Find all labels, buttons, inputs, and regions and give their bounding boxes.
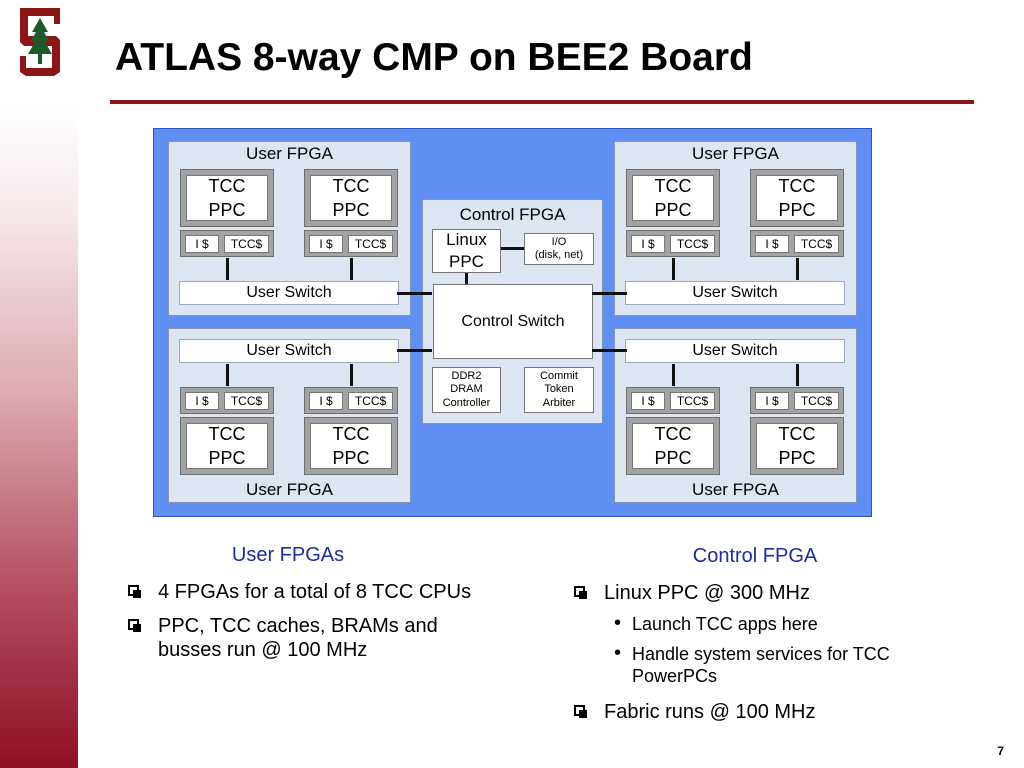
cpu-label: TCC PPC	[756, 175, 838, 221]
cpu-label: TCC PPC	[186, 423, 268, 469]
tcc-cache: TCC$	[224, 235, 269, 253]
user-fpga-top-right: User FPGA TCC PPC TCC PPC I $ TCC$ I $ T…	[614, 141, 857, 316]
user-fpga-label: User FPGA	[246, 144, 333, 163]
list-item: PPC, TCC caches, BRAMs and busses run @ …	[122, 614, 482, 662]
tcc-cache: TCC$	[794, 235, 839, 253]
cache-row: I $ TCC$	[750, 230, 844, 257]
user-fpgas-heading: User FPGAs	[231, 544, 345, 566]
bus-line	[226, 364, 229, 386]
control-fpga: Control FPGA Linux PPC I/O (disk, net) C…	[422, 199, 603, 424]
icache: I $	[755, 235, 789, 253]
cpu-label: TCC PPC	[632, 423, 714, 469]
bus-line	[397, 292, 432, 295]
tcc-ppc-cpu: TCC PPC	[180, 417, 274, 475]
page-number: 7	[997, 744, 1004, 758]
cache-row: I $ TCC$	[626, 230, 720, 257]
sub-list-item: Handle system services for TCC PowerPCs	[600, 642, 940, 687]
list-item: Fabric runs @ 100 MHz	[568, 700, 968, 724]
tcc-cache: TCC$	[224, 392, 269, 410]
user-fpgas-list: 4 FPGAs for a total of 8 TCC CPUs PPC, T…	[122, 580, 482, 672]
tcc-ppc-cpu: TCC PPC	[626, 417, 720, 475]
tcc-ppc-cpu: TCC PPC	[304, 417, 398, 475]
cpu-label: TCC PPC	[310, 423, 392, 469]
bus-line	[796, 258, 799, 280]
user-fpga-label: User FPGA	[692, 144, 779, 163]
icache: I $	[185, 235, 219, 253]
checkbox-bullet-icon	[128, 585, 141, 598]
bus-line	[592, 292, 627, 295]
linux-ppc: Linux PPC	[432, 229, 501, 273]
user-switch: User Switch	[625, 281, 845, 305]
bus-line	[350, 364, 353, 386]
tcc-cache: TCC$	[348, 392, 393, 410]
cache-row: I $ TCC$	[750, 387, 844, 414]
control-fpga-label: Control FPGA	[459, 205, 566, 224]
tcc-ppc-cpu: TCC PPC	[750, 417, 844, 475]
user-switch: User Switch	[179, 339, 399, 363]
icache: I $	[185, 392, 219, 410]
bus-line	[796, 364, 799, 386]
icache: I $	[755, 392, 789, 410]
stanford-logo-icon	[20, 8, 60, 76]
tcc-ppc-cpu: TCC PPC	[626, 169, 720, 227]
checkbox-bullet-icon	[574, 586, 587, 599]
tcc-ppc-cpu: TCC PPC	[180, 169, 274, 227]
ddr2-dram-controller: DDR2 DRAM Controller	[432, 367, 501, 413]
cache-row: I $ TCC$	[180, 387, 274, 414]
user-fpga-label: User FPGA	[692, 480, 779, 499]
cpu-label: TCC PPC	[756, 423, 838, 469]
tcc-ppc-cpu: TCC PPC	[750, 169, 844, 227]
control-fpga-list-2: Fabric runs @ 100 MHz	[568, 700, 968, 734]
architecture-diagram: User FPGA TCC PPC TCC PPC I $ TCC$ I $ T…	[153, 128, 872, 517]
cpu-label: TCC PPC	[632, 175, 714, 221]
cpu-label: TCC PPC	[310, 175, 392, 221]
list-item: 4 FPGAs for a total of 8 TCC CPUs	[122, 580, 482, 604]
bus-line	[592, 349, 627, 352]
cache-row: I $ TCC$	[180, 230, 274, 257]
sub-list-item: Launch TCC apps here	[600, 612, 940, 635]
cache-row: I $ TCC$	[626, 387, 720, 414]
tcc-ppc-cpu: TCC PPC	[304, 169, 398, 227]
tcc-cache: TCC$	[794, 392, 839, 410]
control-switch: Control Switch	[433, 284, 593, 359]
bus-line	[501, 247, 524, 250]
slide-title: ATLAS 8-way CMP on BEE2 Board	[115, 36, 753, 79]
cpu-label: TCC PPC	[186, 175, 268, 221]
control-fpga-list: Linux PPC @ 300 MHz	[568, 581, 968, 615]
icache: I $	[309, 235, 343, 253]
user-fpga-top-left: User FPGA TCC PPC TCC PPC I $ TCC$ I $ T…	[168, 141, 411, 316]
sidebar-gradient	[0, 0, 78, 768]
bus-line	[397, 349, 432, 352]
checkbox-bullet-icon	[574, 705, 587, 718]
tcc-cache: TCC$	[670, 392, 715, 410]
user-switch: User Switch	[625, 339, 845, 363]
bus-line	[672, 258, 675, 280]
user-switch: User Switch	[179, 281, 399, 305]
tcc-cache: TCC$	[348, 235, 393, 253]
bus-line	[350, 258, 353, 280]
cache-row: I $ TCC$	[304, 387, 398, 414]
list-item: Linux PPC @ 300 MHz	[568, 581, 968, 605]
title-underline	[110, 100, 974, 104]
bus-line	[672, 364, 675, 386]
control-fpga-sublist: Launch TCC apps here Handle system servi…	[600, 612, 940, 695]
user-fpga-bottom-left: User Switch I $ TCC$ I $ TCC$ TCC PPC TC…	[168, 328, 411, 503]
icache: I $	[309, 392, 343, 410]
bus-line	[465, 273, 468, 285]
io-block: I/O (disk, net)	[524, 233, 594, 265]
bus-line	[226, 258, 229, 280]
cache-row: I $ TCC$	[304, 230, 398, 257]
tcc-cache: TCC$	[670, 235, 715, 253]
user-fpga-label: User FPGA	[246, 480, 333, 499]
icache: I $	[631, 235, 665, 253]
checkbox-bullet-icon	[128, 619, 141, 632]
icache: I $	[631, 392, 665, 410]
control-fpga-heading: Control FPGA	[692, 545, 818, 567]
user-fpga-bottom-right: User Switch I $ TCC$ I $ TCC$ TCC PPC TC…	[614, 328, 857, 503]
commit-token-arbiter: Commit Token Arbiter	[524, 367, 594, 413]
